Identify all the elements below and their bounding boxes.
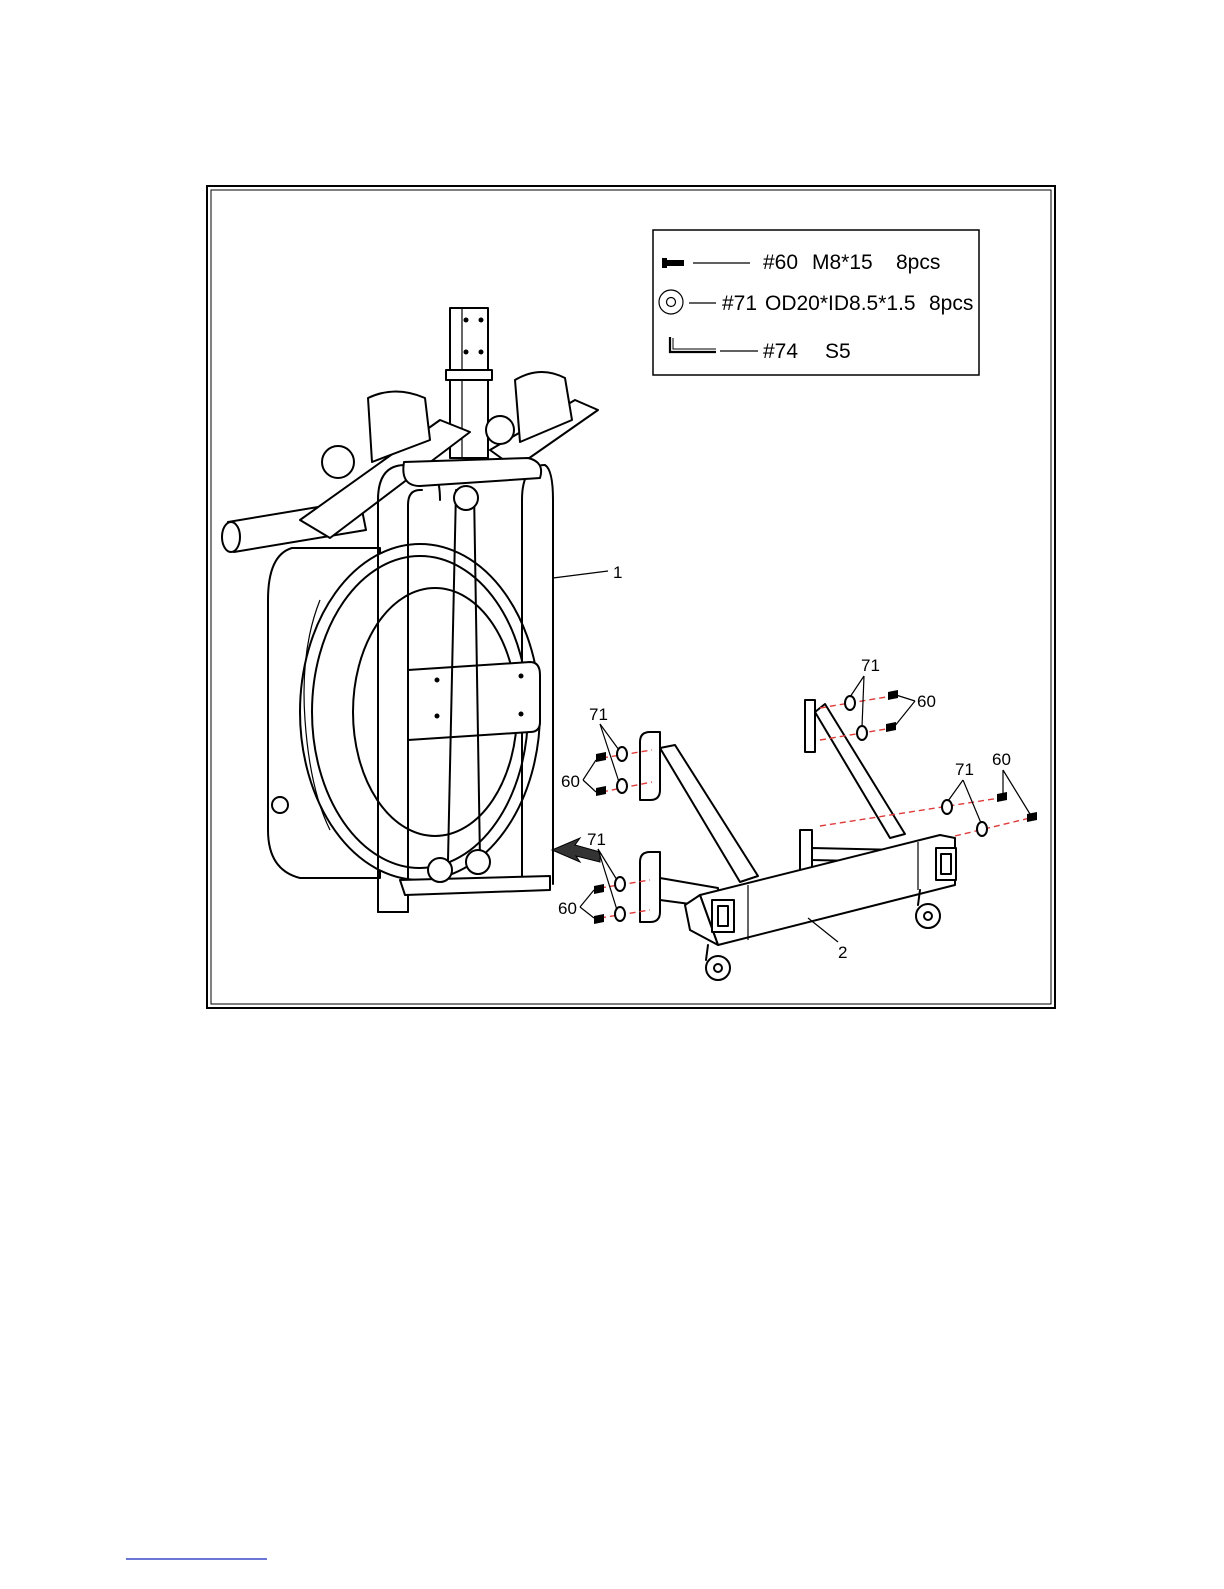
label-part-1: 1	[613, 563, 622, 582]
callout-71-left-upper: 71	[589, 705, 619, 782]
callout-60-left-upper: 60	[561, 760, 596, 792]
hw-74-spec: S5	[825, 340, 851, 363]
label-60: 60	[992, 750, 1011, 769]
bolt-icon	[1027, 812, 1037, 822]
base-frame-illustration	[640, 700, 956, 980]
leader-line-2	[808, 918, 838, 942]
callout-60-left-lower: 60	[558, 890, 594, 918]
hw-60-spec: M8*15	[812, 251, 873, 274]
label-60: 60	[558, 899, 577, 918]
hardware-legend: #60 M8*15 8pcs #71 OD20*ID8.5*1.5 8pcs #…	[653, 230, 979, 375]
washer-icon	[845, 696, 855, 710]
callout-60-right-lower: 60	[992, 750, 1030, 814]
callout-71-right-upper: 71	[850, 656, 880, 727]
hw-60-qty: 8pcs	[896, 251, 940, 274]
bolt-icon	[594, 914, 604, 924]
hw-71-qty: 8pcs	[929, 292, 973, 315]
leader-line-1	[553, 571, 608, 578]
label-71: 71	[589, 705, 608, 724]
washer-icon	[942, 800, 952, 814]
label-part-2: 2	[838, 943, 847, 962]
hw-71-spec: OD20*ID8.5*1.5	[765, 292, 916, 315]
hw-74-id: #74	[763, 340, 798, 363]
hw-71-id: #71	[722, 292, 757, 315]
bolt-icon	[997, 792, 1007, 802]
bolt-icon	[596, 786, 606, 796]
label-71: 71	[861, 656, 880, 675]
callout-60-right-upper: 60	[894, 692, 936, 727]
washer-icon	[977, 822, 987, 836]
label-71: 71	[955, 760, 974, 779]
callout-71-left-lower: 71	[587, 830, 617, 910]
label-60: 60	[561, 772, 580, 791]
bolt-icon	[596, 752, 606, 762]
hw-60-id: #60	[763, 251, 798, 274]
bolt-icon	[594, 884, 604, 894]
label-60: 60	[917, 692, 936, 711]
main-frame-illustration	[222, 308, 598, 912]
label-71: 71	[587, 830, 606, 849]
fasteners-right-lower	[820, 792, 1037, 836]
washer-icon	[857, 726, 867, 740]
callout-71-right-lower: 71	[948, 760, 981, 823]
